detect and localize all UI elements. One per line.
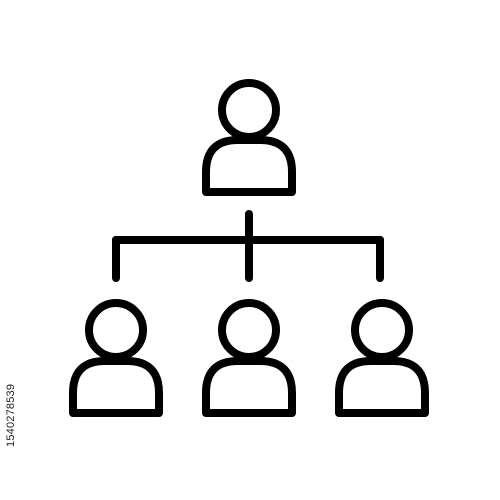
manager-person-icon: [202, 79, 296, 196]
report-person-icon-left: [69, 299, 163, 417]
report-left-head: [85, 299, 147, 361]
report-middle-body: [202, 357, 296, 417]
report-person-icon-middle: [202, 299, 296, 417]
report-middle-head: [218, 299, 280, 361]
stock-image-id: 1540278539: [5, 383, 17, 447]
hierarchy-connector: [112, 210, 384, 282]
report-person-icon-right: [335, 299, 429, 417]
report-left-body: [69, 357, 163, 417]
report-right-body: [335, 357, 429, 417]
manager-head: [218, 79, 280, 141]
manager-body: [202, 136, 296, 196]
report-right-head: [351, 299, 413, 361]
